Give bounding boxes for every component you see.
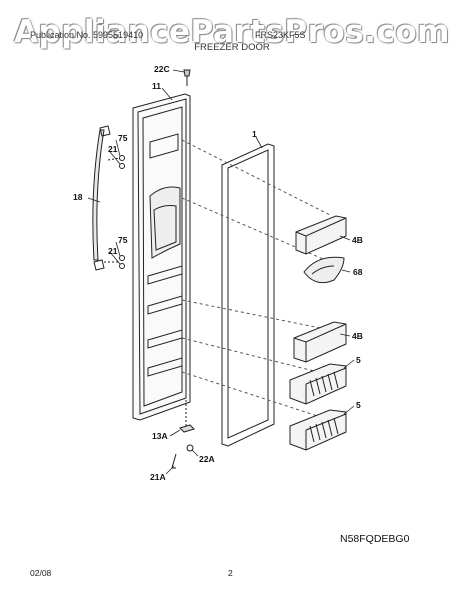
callout-21a: 21A — [150, 472, 166, 482]
callout-75-upper: 75 — [118, 133, 128, 143]
callout-21-lower: 21 — [108, 246, 118, 256]
model-number: FRS23KF5S — [255, 30, 306, 40]
leader-lines — [87, 69, 355, 475]
callout-1: 1 — [252, 129, 257, 139]
screw-22c — [183, 69, 191, 86]
callout-22c: 22C — [154, 64, 170, 74]
dispenser-cup-68 — [303, 256, 345, 284]
door-bin-4b-upper — [295, 215, 347, 255]
footer-date: 02/08 — [30, 568, 52, 578]
callout-5-upper: 5 — [356, 355, 361, 365]
callout-4b-upper: 4B — [352, 235, 363, 245]
door-gasket-1 — [221, 143, 275, 447]
door-bin-4b-lower — [293, 321, 347, 363]
callout-22a: 22A — [199, 454, 215, 464]
door-panel-11 — [132, 93, 191, 430]
callout-13a: 13A — [152, 431, 168, 441]
callout-68: 68 — [353, 267, 363, 277]
bottom-hinge-parts — [171, 424, 195, 469]
publication-number: Publication No. 5995519410 — [30, 30, 144, 40]
wire-bin-5-upper — [289, 363, 347, 405]
page-title: FREEZER DOOR — [194, 42, 270, 53]
model-code: N58FQDEBG0 — [340, 533, 410, 545]
footer-page-number: 2 — [228, 568, 233, 578]
callout-21-upper: 21 — [108, 144, 118, 154]
callout-4b-lower: 4B — [352, 331, 363, 341]
wire-bin-5-lower — [289, 409, 347, 451]
callout-75-lower: 75 — [118, 235, 128, 245]
callout-18: 18 — [73, 192, 83, 202]
watermark-text: AppliancePartsPros.com — [14, 14, 450, 50]
handle-18 — [92, 125, 125, 271]
callout-11: 11 — [152, 81, 161, 91]
callout-5-lower: 5 — [356, 400, 361, 410]
